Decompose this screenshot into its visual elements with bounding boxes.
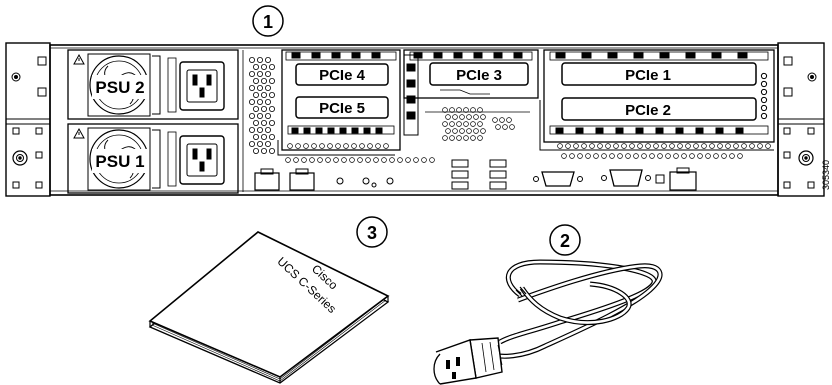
- ethernet-port-mgmt: [254, 168, 280, 191]
- power-cord-plug: [433, 337, 503, 385]
- vga-port: [601, 169, 651, 187]
- pcie-3-label: PCIe 3: [456, 67, 502, 84]
- pcie-3-slot: PCIe 3: [429, 62, 529, 86]
- serial-port: [533, 171, 583, 187]
- vent-grille-left: [242, 50, 275, 192]
- pcie-4-label: PCIe 4: [319, 67, 366, 84]
- pcie-2-slot: PCIe 2: [561, 97, 757, 121]
- ethernet-port-1: [289, 168, 315, 191]
- pcie-4-slot: PCIe 4: [295, 63, 389, 86]
- pcie-riser-left: [277, 49, 401, 156]
- pcie-riser-right: [539, 49, 775, 151]
- vent-grille-bottom: [285, 143, 771, 163]
- callout-2: 2: [549, 224, 581, 256]
- server-chassis: [5, 42, 825, 197]
- psu-2-label: PSU 2: [95, 78, 144, 97]
- ethernet-port-2: [669, 167, 697, 191]
- pcie-1-slot: PCIe 1: [561, 62, 757, 86]
- psu-1-label: PSU 1: [95, 152, 144, 171]
- vent-grille-center: [442, 107, 515, 141]
- callout-1-number: 1: [263, 12, 273, 32]
- pcie-5-slot: PCIe 5: [295, 96, 389, 119]
- power-cord: [433, 259, 663, 385]
- callout-1: 1: [252, 5, 284, 37]
- pcie-riser-center: [403, 49, 539, 136]
- figure-id: 305340: [821, 160, 831, 190]
- rear-io-ports: [254, 159, 697, 191]
- pcie-2-label: PCIe 2: [625, 102, 671, 119]
- callout-3: 3: [356, 216, 388, 248]
- psu-2-power-inlet: [179, 61, 225, 111]
- pcie-5-label: PCIe 5: [319, 100, 365, 117]
- callout-3-number: 3: [367, 223, 377, 243]
- left-rack-ear: [5, 42, 51, 197]
- documentation-book: [148, 231, 390, 384]
- psu-1-power-inlet: [179, 135, 225, 185]
- callout-2-number: 2: [560, 231, 570, 251]
- usb-ports: [451, 159, 507, 190]
- pcie-1-label: PCIe 1: [625, 67, 671, 84]
- right-rack-ear: [777, 42, 825, 197]
